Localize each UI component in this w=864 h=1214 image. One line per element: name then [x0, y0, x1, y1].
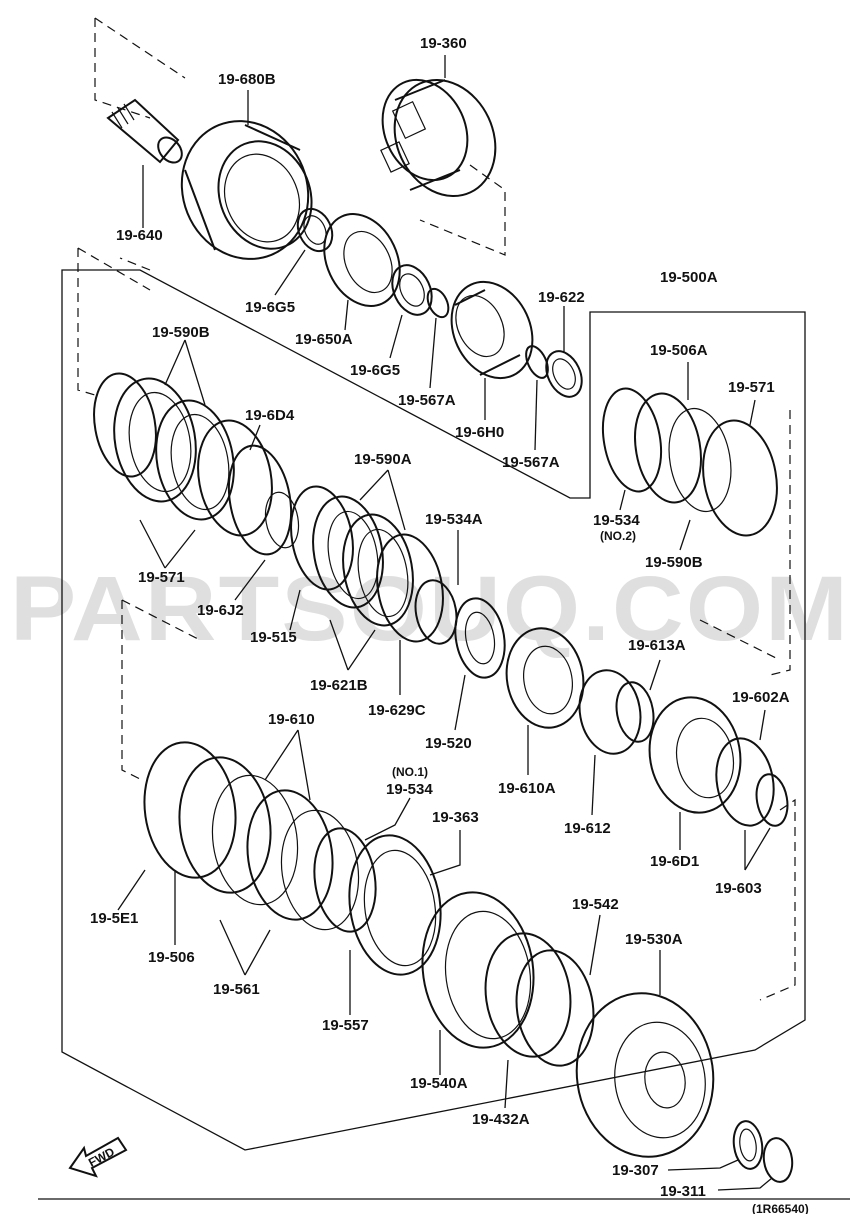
label-19-602A: 19-602A [732, 689, 790, 706]
label-19-530A: 19-530A [625, 931, 683, 948]
guide-line-lower-right [759, 798, 796, 1001]
label-19-360: 19-360 [420, 35, 467, 52]
part-clutch-pack-left [93, 372, 300, 556]
label-19-629C: 19-629C [368, 702, 426, 719]
part-19-6H0-hub [450, 280, 534, 380]
part-19-602A-ring [715, 737, 775, 827]
label-19-6G5-b: 19-6G5 [350, 362, 400, 379]
label-19-610: 19-610 [268, 711, 315, 728]
part-clutch-pack-right [601, 387, 778, 537]
part-19-680B-drum [180, 120, 313, 260]
label-19-567A-b: 19-567A [502, 454, 560, 471]
label-19-621B: 19-621B [310, 677, 368, 694]
label-19-432A: 19-432A [472, 1111, 530, 1128]
label-19-307: 19-307 [612, 1162, 659, 1179]
label-19-590A: 19-590A [354, 451, 412, 468]
label-19-567A-a: 19-567A [398, 392, 456, 409]
label-19-542: 19-542 [572, 896, 619, 913]
label-19-6D4: 19-6D4 [245, 407, 295, 424]
label-19-540A: 19-540A [410, 1075, 468, 1092]
label-19-612: 19-612 [564, 820, 611, 837]
part-19-610A-piston [505, 627, 585, 729]
part-19-311-washer [762, 1137, 794, 1183]
part-19-650A-gear [323, 213, 401, 307]
label-19-650A: 19-650A [295, 331, 353, 348]
label-19-603: 19-603 [715, 880, 762, 897]
part-19-567A-snap-ring-a [426, 287, 450, 319]
label-19-500A: 19-500A [660, 269, 718, 286]
label-19-534-no2: 19-534 [593, 512, 640, 529]
label-19-506: 19-506 [148, 949, 195, 966]
part-19-557-ring [363, 849, 437, 967]
label-19-561: 19-561 [213, 981, 260, 998]
label-19-557: 19-557 [322, 1017, 369, 1034]
label-19-5E1: 19-5E1 [90, 910, 138, 927]
guide-line-mid-left [121, 599, 201, 781]
part-19-520-seal-ring [454, 597, 506, 679]
part-clutch-pack-center [290, 485, 458, 645]
label-19-6G5-a: 19-6G5 [245, 299, 295, 316]
part-19-307-bearing [732, 1120, 764, 1170]
guide-line-top [94, 17, 186, 119]
guide-line-top-right [419, 164, 506, 256]
part-19-360-brake-band [380, 78, 497, 198]
label-19-515: 19-515 [250, 629, 297, 646]
label-19-506A: 19-506A [650, 342, 708, 359]
label-19-6D1: 19-6D1 [650, 853, 699, 870]
part-19-540A-drum [421, 891, 535, 1049]
assembly-outline [61, 269, 806, 1151]
label-19-363: 19-363 [432, 809, 479, 826]
label-19-680B: 19-680B [218, 71, 276, 88]
label-19-534-no1: 19-534 [386, 781, 433, 798]
part-19-432A-gear [484, 932, 572, 1058]
label-no1: (NO.1) [392, 765, 428, 779]
label-19-610A: 19-610A [498, 780, 556, 797]
guide-line-right [699, 410, 791, 676]
label-19-640: 19-640 [116, 227, 163, 244]
part-19-542-ring [515, 949, 595, 1067]
label-19-571-a: 19-571 [728, 379, 775, 396]
part-19-6G5-bearing-a [296, 207, 334, 253]
fwd-arrow-icon: FWD [68, 1136, 128, 1178]
part-19-567A-snap-ring-b [525, 345, 549, 379]
part-19-640-shaft [106, 98, 183, 164]
label-19-613A: 19-613A [628, 637, 686, 654]
label-19-6J2: 19-6J2 [197, 602, 244, 619]
label-19-571-b: 19-571 [138, 569, 185, 586]
label-19-311: 19-311 [660, 1183, 706, 1200]
part-19-530A-carrier [575, 992, 715, 1158]
guide-line-left [77, 247, 151, 396]
part-19-622-bearing [545, 350, 583, 398]
footer-code: (1R66540) [752, 1202, 809, 1214]
label-19-590B-a: 19-590B [152, 324, 210, 341]
part-19-612-seal [578, 669, 642, 755]
part-19-6D1-drum [648, 696, 742, 814]
label-19-622: 19-622 [538, 289, 585, 306]
label-19-534A: 19-534A [425, 511, 483, 528]
label-19-6H0: 19-6H0 [455, 424, 504, 441]
label-19-590B-b: 19-590B [645, 554, 703, 571]
part-clutch-pack-lower [143, 741, 377, 933]
part-19-603-ring [755, 773, 789, 827]
watermark: PARTSOUQ.COM [10, 558, 850, 660]
label-no2: (NO.2) [600, 529, 636, 543]
part-19-6G5-bearing-b [391, 264, 433, 316]
label-19-520: 19-520 [425, 735, 472, 752]
part-19-363-ring [348, 834, 442, 976]
part-19-613A-seal [615, 681, 655, 743]
